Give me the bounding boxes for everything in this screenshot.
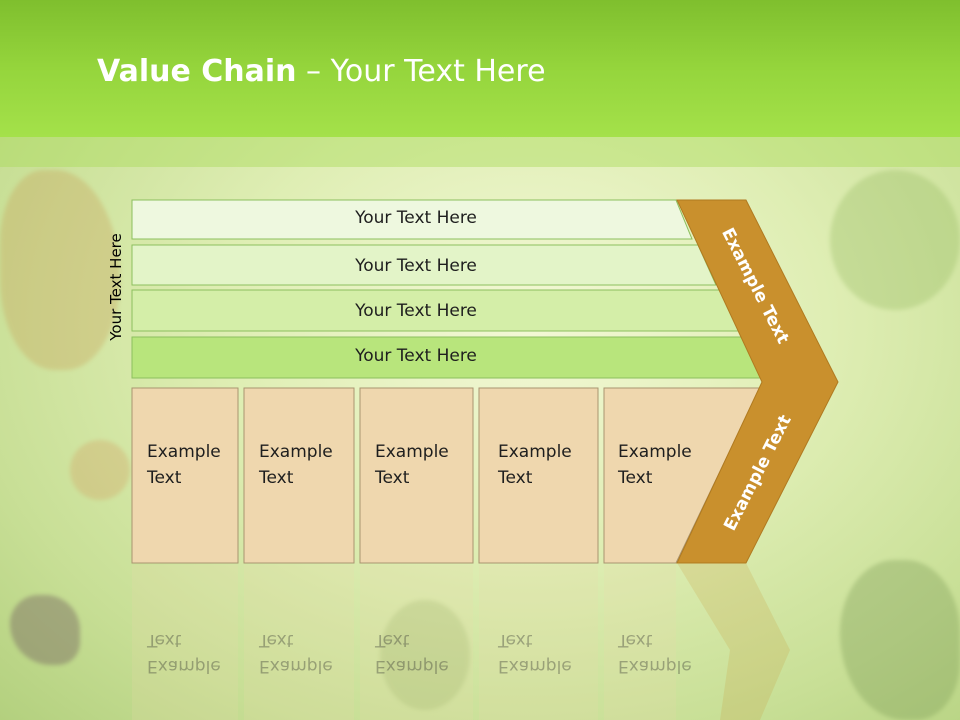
primary-box-1-reflection-label: Example Text: [147, 627, 247, 679]
primary-box-4: [478, 387, 599, 564]
primary-box-1-line1: Example: [147, 442, 221, 462]
background-butterfly: [10, 595, 80, 665]
reflection-line1: Example: [498, 656, 572, 676]
primary-box-3: [359, 387, 474, 564]
primary-box-5-line1: Example: [618, 442, 692, 462]
reflection-line1: Example: [618, 656, 692, 676]
primary-box-2-line2: Text: [259, 468, 294, 488]
primary-box-1-label: Example Text: [147, 439, 247, 491]
primary-box-4-label: Example Text: [498, 439, 598, 491]
primary-box-reflection: [244, 565, 354, 720]
primary-box-5-label: Example Text: [618, 439, 718, 491]
background-leaf-shape: [830, 170, 960, 310]
margin-chevron-reflection: [677, 563, 790, 720]
support-bar-2: [131, 244, 717, 286]
primary-box-2-label: Example Text: [259, 439, 359, 491]
support-bar-1-label: Your Text Here: [355, 208, 477, 228]
margin-chevron: [676, 199, 839, 564]
title-bar-band: [0, 137, 960, 167]
page-title-bold: Value Chain: [97, 54, 297, 89]
reflection-line1: Example: [375, 656, 449, 676]
primary-box-3-line2: Text: [375, 468, 410, 488]
reflection-line2: Text: [259, 630, 294, 650]
primary-box-5-line2: Text: [618, 468, 653, 488]
primary-box-1: [131, 387, 239, 564]
reflection-line2: Text: [618, 630, 653, 650]
primary-box-reflection: [479, 565, 598, 720]
support-bar-3-label: Your Text Here: [355, 301, 477, 321]
primary-box-5-reflection-label: Example Text: [618, 627, 718, 679]
primary-box-3-label: Example Text: [375, 439, 475, 491]
primary-box-2-line1: Example: [259, 442, 333, 462]
reflection-line1: Example: [147, 656, 221, 676]
primary-box-reflection: [360, 565, 473, 720]
primary-box-4-line1: Example: [498, 442, 572, 462]
primary-box-reflection: [604, 565, 676, 720]
primary-box-2-reflection-label: Example Text: [259, 627, 359, 679]
primary-box-3-reflection-label: Example Text: [375, 627, 475, 679]
reflection-line1: Example: [259, 656, 333, 676]
reflection-line2: Text: [498, 630, 533, 650]
support-bar-1: [131, 199, 693, 240]
support-bar-2-label: Your Text Here: [355, 256, 477, 276]
primary-box-4-reflection-label: Example Text: [498, 627, 598, 679]
primary-box-2: [243, 387, 355, 564]
title-bar: [0, 0, 960, 137]
page-title: Value Chain – Your Text Here: [97, 54, 546, 89]
reflection-line2: Text: [147, 630, 182, 650]
background-leaf-shape: [840, 560, 960, 720]
background-leaf-shape: [70, 440, 130, 500]
reflection-area: Example Text Example Text Example Text E…: [0, 565, 960, 720]
background-leaf-shape: [0, 170, 120, 370]
primary-box-reflection: [132, 565, 238, 720]
reflection-line2: Text: [375, 630, 410, 650]
primary-box-3-line1: Example: [375, 442, 449, 462]
primary-box-5: [603, 387, 761, 564]
primary-box-1-line2: Text: [147, 468, 182, 488]
background-leaf-shape: [380, 600, 470, 710]
page-title-rest: – Your Text Here: [296, 54, 546, 89]
primary-box-4-line2: Text: [498, 468, 533, 488]
support-bar-4-label: Your Text Here: [355, 346, 477, 366]
